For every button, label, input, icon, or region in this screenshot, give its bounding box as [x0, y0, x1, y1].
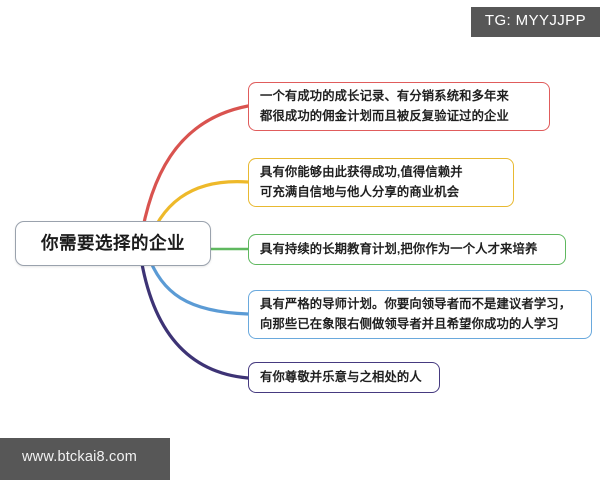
branch-node-5[interactable]: 有你尊敬并乐意与之相处的人	[248, 362, 440, 393]
branch-node-4-line-1: 具有严格的导师计划。你要向领导者而不是建议者学习，	[260, 297, 572, 312]
branch-node-3-line-1: 具有持续的长期教育计划,把你作为一个人才来培养	[260, 241, 538, 256]
branch-node-2[interactable]: 具有你能够由此获得成功,值得信赖并 可充满自信地与他人分享的商业机会	[248, 158, 514, 207]
branch-node-4-text: 具有严格的导师计划。你要向领导者而不是建议者学习， 向那些已在象限右侧做领导者并…	[249, 295, 582, 333]
root-node[interactable]: 你需要选择的企业	[15, 221, 211, 266]
branch-node-3-text: 具有持续的长期教育计划,把你作为一个人才来培养	[249, 240, 548, 259]
branch-node-1-line-1: 一个有成功的成长记录、有分销系统和多年来	[260, 89, 509, 104]
root-node-label: 你需要选择的企业	[41, 232, 185, 253]
branch-node-1-text: 一个有成功的成长记录、有分销系统和多年来 都很成功的佣金计划而且被反复验证过的企…	[249, 87, 520, 125]
branch-node-2-text: 具有你能够由此获得成功,值得信赖并 可充满自信地与他人分享的商业机会	[249, 163, 474, 201]
branch-node-1-line-2: 都很成功的佣金计划而且被反复验证过的企业	[260, 108, 509, 123]
branch-node-4[interactable]: 具有严格的导师计划。你要向领导者而不是建议者学习， 向那些已在象限右侧做领导者并…	[248, 290, 592, 339]
connector-branch-5	[138, 250, 250, 380]
tg-tag-badge: TG: MYYJJPP	[470, 7, 600, 37]
branch-node-3[interactable]: 具有持续的长期教育计划,把你作为一个人才来培养	[248, 234, 566, 265]
branch-node-5-line-1: 有你尊敬并乐意与之相处的人	[260, 369, 422, 384]
branch-node-5-text: 有你尊敬并乐意与之相处的人	[249, 368, 433, 387]
branch-node-4-line-2: 向那些已在象限右侧做领导者并且希望你成功的人学习	[260, 316, 559, 331]
branch-node-2-line-1: 具有你能够由此获得成功,值得信赖并	[260, 165, 463, 180]
branch-node-2-line-2: 可充满自信地与他人分享的商业机会	[260, 184, 460, 199]
site-watermark: www.btckai8.com	[0, 438, 170, 480]
branch-node-1[interactable]: 一个有成功的成长记录、有分销系统和多年来 都很成功的佣金计划而且被反复验证过的企…	[248, 82, 550, 131]
